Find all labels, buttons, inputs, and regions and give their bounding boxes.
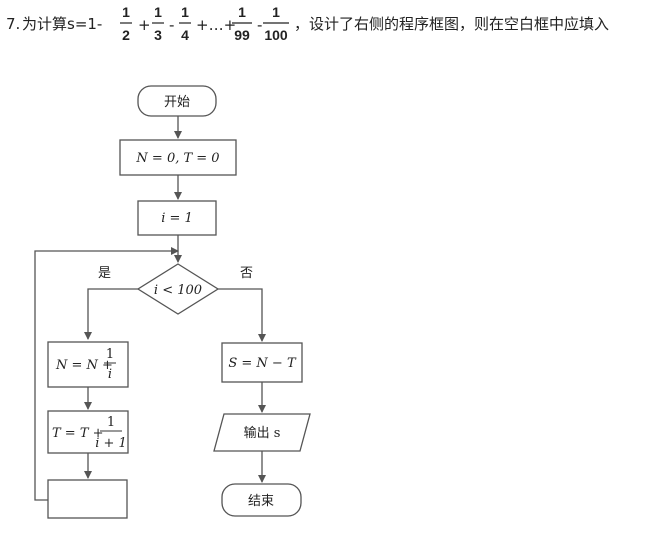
update-t-lhs: T = T +	[52, 426, 104, 441]
update-t-num: 1	[107, 415, 115, 430]
output-parallelogram	[213, 413, 311, 452]
fraction-1-100: 1 100	[263, 4, 289, 43]
svg-text:4: 4	[181, 27, 189, 43]
update-n-box	[47, 341, 129, 388]
fraction-1-4: 1 4	[179, 4, 191, 43]
compute-s-label: S = N − T	[228, 356, 297, 371]
init-nt-label: N = 0, T = 0	[135, 151, 219, 166]
init-box-nt	[119, 139, 237, 176]
arrow-no-branch	[218, 288, 266, 342]
init-box-i	[137, 200, 217, 236]
output-label: 输出 s	[244, 425, 281, 441]
fraction-1-99: 1 99	[232, 4, 252, 43]
fraction-1-3: 1 3	[152, 4, 164, 43]
minus-sign-2: -	[257, 16, 262, 34]
ellipsis: +…+	[196, 16, 236, 34]
question-number: 7.	[6, 15, 20, 33]
end-label: 结束	[248, 494, 274, 509]
compute-s-box	[221, 342, 303, 383]
yes-label: 是	[98, 266, 111, 281]
fraction-1-2: 1 2	[120, 4, 132, 43]
svg-text:2: 2	[122, 27, 130, 43]
init-i-label: i = 1	[161, 211, 193, 226]
plus-sign: +	[138, 16, 151, 34]
flowchart: 开始 N = 0, T = 0 i = 1 i < 100 是 否 N = N …	[34, 85, 311, 519]
arrow-yes-branch	[84, 288, 138, 340]
loop-back-arrow	[34, 247, 179, 501]
question-suffix: ，设计了右侧的程序框图，则在空白框中应填入	[294, 15, 609, 33]
update-t-box	[47, 410, 129, 454]
update-n-num: 1	[106, 347, 114, 362]
svg-text:100: 100	[264, 27, 288, 43]
svg-text:1: 1	[122, 4, 130, 20]
condition-label: i < 100	[154, 283, 202, 298]
svg-text:1: 1	[181, 4, 189, 20]
minus-sign: -	[169, 16, 174, 34]
end-terminal	[221, 483, 302, 517]
condition-diamond	[136, 263, 220, 315]
svg-text:3: 3	[154, 27, 162, 43]
svg-text:1: 1	[154, 4, 162, 20]
update-n-den: i	[108, 367, 112, 382]
question-prefix: 为计算s=1-	[22, 15, 102, 33]
start-label: 开始	[164, 95, 190, 110]
svg-text:99: 99	[234, 27, 250, 43]
question-text: 7. 为计算s=1- 1 2 + 1 3 - 1 4 +…+ 1 99 - 1 …	[6, 4, 609, 43]
update-t-den: i + 1	[95, 436, 127, 451]
blank-box[interactable]	[47, 479, 128, 519]
start-terminal	[137, 85, 217, 117]
no-label: 否	[240, 266, 253, 281]
update-n-lhs: N = N +	[55, 358, 113, 373]
svg-text:1: 1	[238, 4, 246, 20]
svg-text:1: 1	[272, 4, 280, 20]
